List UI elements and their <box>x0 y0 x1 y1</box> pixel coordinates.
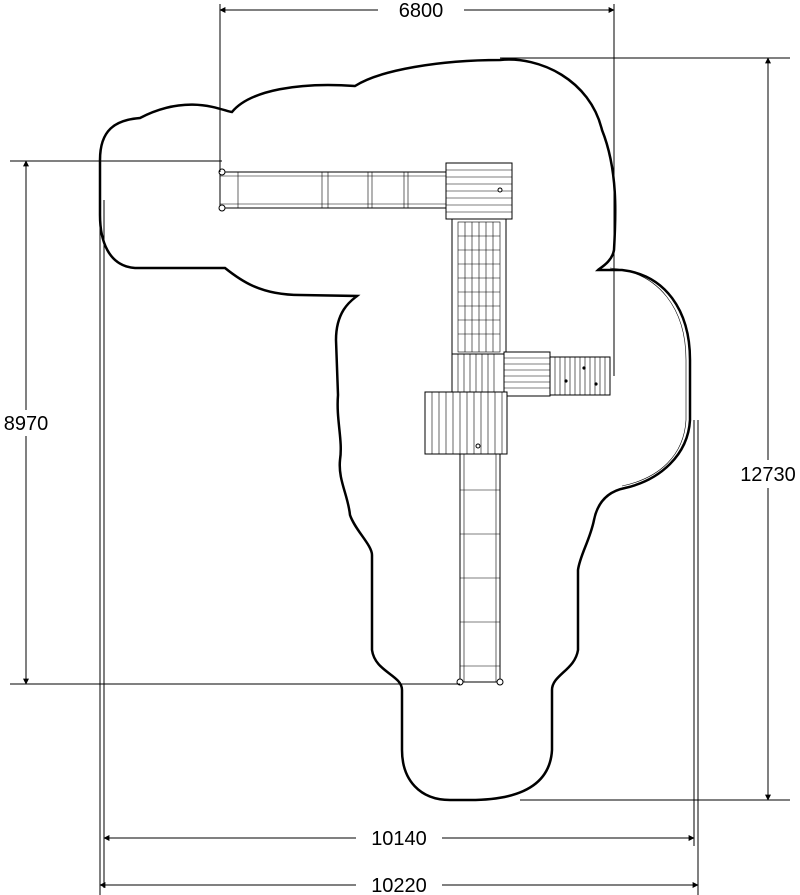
dimension-right-height: 12730 <box>500 57 800 801</box>
right-bridge <box>549 356 611 396</box>
dimension-bottom-inner-width: 10140 <box>103 200 695 888</box>
dimension-bottom-inner-width-label: 10140 <box>371 828 427 850</box>
dimension-left-height: 8970 <box>0 160 460 685</box>
dimension-top-width-label: 6800 <box>399 0 444 22</box>
lower-ladder <box>456 453 504 686</box>
safety-zone-outline-inner-arc <box>609 267 687 487</box>
middle-platform <box>451 353 505 395</box>
dimension-bottom-outer-width-label: 10220 <box>371 875 427 895</box>
safety-zone-outline <box>98 58 692 802</box>
climbing-net <box>451 218 507 355</box>
dimension-left-height-label: 8970 <box>4 413 49 435</box>
lower-platform <box>424 391 508 455</box>
dimension-right-height-label: 12730 <box>740 464 796 486</box>
dimension-top-width: 6800 <box>219 0 615 376</box>
side-deck <box>503 351 551 397</box>
dimension-bottom-outer-width: 10220 <box>99 200 699 895</box>
top-platform <box>445 162 513 220</box>
overhead-ladder-left <box>218 168 447 212</box>
